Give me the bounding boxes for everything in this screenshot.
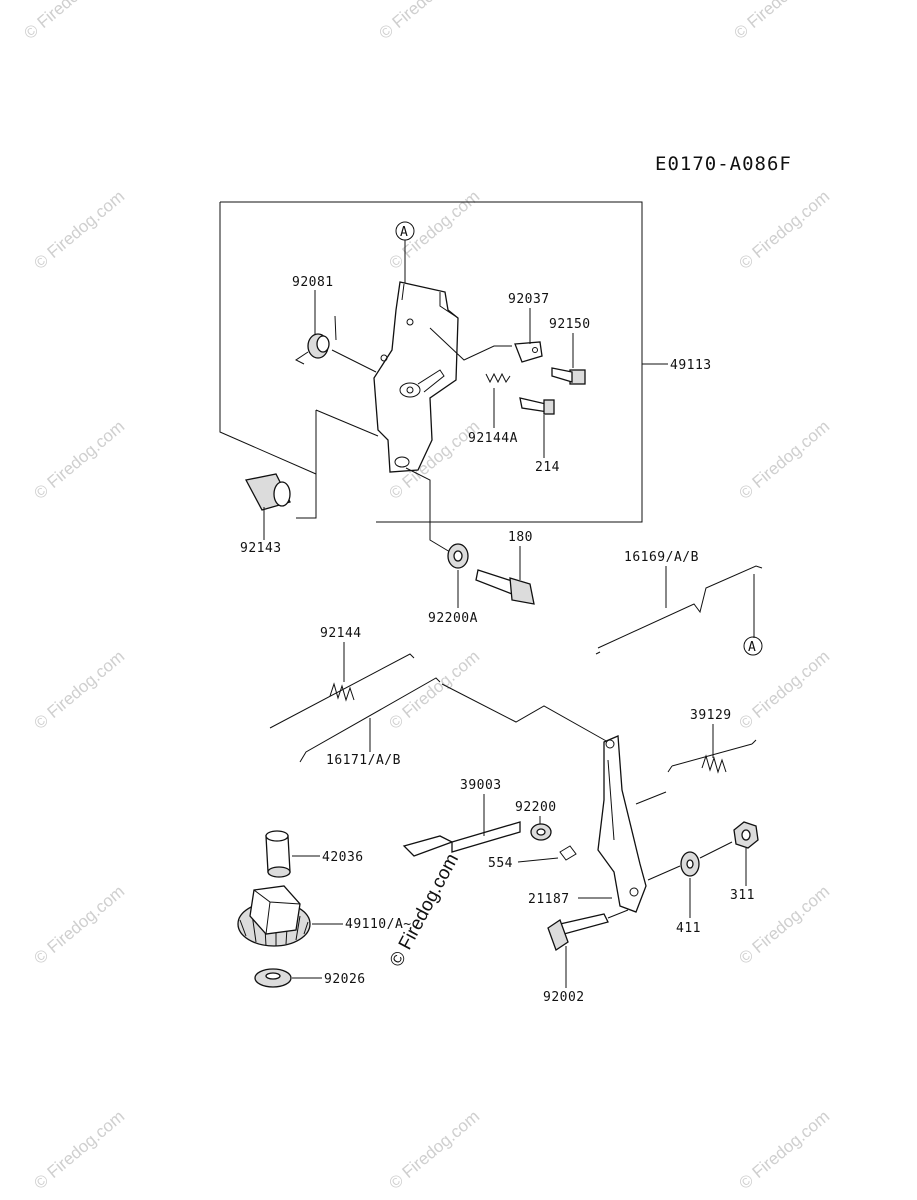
part-49110 xyxy=(237,885,311,947)
watermark-text: © Firedog.com xyxy=(735,1107,833,1193)
watermark-text: © Firedog.com xyxy=(30,647,128,733)
part-16169 xyxy=(595,565,763,655)
watermark-text: © Firedog.com xyxy=(20,0,118,43)
part-92150 xyxy=(551,367,586,385)
label-92143: 92143 xyxy=(240,541,282,556)
label-92150: 92150 xyxy=(549,317,591,332)
watermark-text: © Firedog.com xyxy=(730,0,828,43)
label-92200a: 92200A xyxy=(428,611,478,626)
label-554: 554 xyxy=(488,856,513,871)
label-214: 214 xyxy=(535,460,560,475)
watermark-text: © Firedog.com xyxy=(735,417,833,503)
label-180: 180 xyxy=(508,530,533,545)
part-214 xyxy=(519,397,555,415)
watermark-text: © Firedog.com xyxy=(30,417,128,503)
watermark-text: © Firedog.com xyxy=(30,1107,128,1193)
watermark-text: © Firedog.com xyxy=(375,0,473,43)
label-49110: 49110/A~ xyxy=(345,917,412,932)
part-16171 xyxy=(299,677,441,763)
label-39003: 39003 xyxy=(460,778,502,793)
label-92144: 92144 xyxy=(320,626,362,641)
label-92026: 92026 xyxy=(324,972,366,987)
part-92200a xyxy=(447,543,469,569)
label-49113: 49113 xyxy=(670,358,712,373)
watermark-text: © Firedog.com xyxy=(30,882,128,968)
label-16171: 16171/A/B xyxy=(326,753,401,768)
part-92144 xyxy=(269,653,415,729)
label-42036: 42036 xyxy=(322,850,364,865)
label-21187: 21187 xyxy=(528,892,570,907)
part-554 xyxy=(559,845,577,861)
part-39003 xyxy=(402,821,521,857)
watermark-text: © Firedog.com xyxy=(735,187,833,273)
part-92002 xyxy=(547,913,609,951)
part-92200 xyxy=(530,823,552,841)
part-411 xyxy=(680,851,700,877)
part-180 xyxy=(475,569,535,605)
frame-step xyxy=(315,409,379,437)
label-92002: 92002 xyxy=(543,990,585,1005)
callout-a-label: A xyxy=(400,225,408,240)
label-92144a: 92144A xyxy=(468,431,518,446)
part-39129 xyxy=(667,739,757,774)
callout-a-label: A xyxy=(748,640,756,655)
watermark-text: © Firedog.com xyxy=(30,187,128,273)
control-plate xyxy=(373,281,459,473)
callout-a-bottom: A xyxy=(743,636,763,656)
part-311 xyxy=(733,821,759,849)
watermark-center: © Firedog.com xyxy=(386,850,463,970)
label-92081: 92081 xyxy=(292,275,334,290)
watermark-text: © Firedog.com xyxy=(735,647,833,733)
label-92200: 92200 xyxy=(515,800,557,815)
part-92081 xyxy=(295,315,337,365)
part-21187 xyxy=(597,735,647,913)
label-92037: 92037 xyxy=(508,292,550,307)
diagram-code: E0170-A086F xyxy=(655,153,792,175)
label-39129: 39129 xyxy=(690,708,732,723)
label-16169: 16169/A/B xyxy=(624,550,699,565)
part-92143 xyxy=(245,473,291,511)
part-92037 xyxy=(514,341,543,363)
label-411: 411 xyxy=(676,921,701,936)
part-92144a xyxy=(485,372,511,384)
watermark-layer: © Firedog.com © Firedog.com © Firedog.co… xyxy=(20,0,833,1193)
part-42036 xyxy=(265,830,291,878)
part-92026 xyxy=(254,968,292,988)
watermark-text: © Firedog.com xyxy=(385,1107,483,1193)
label-311: 311 xyxy=(730,888,755,903)
